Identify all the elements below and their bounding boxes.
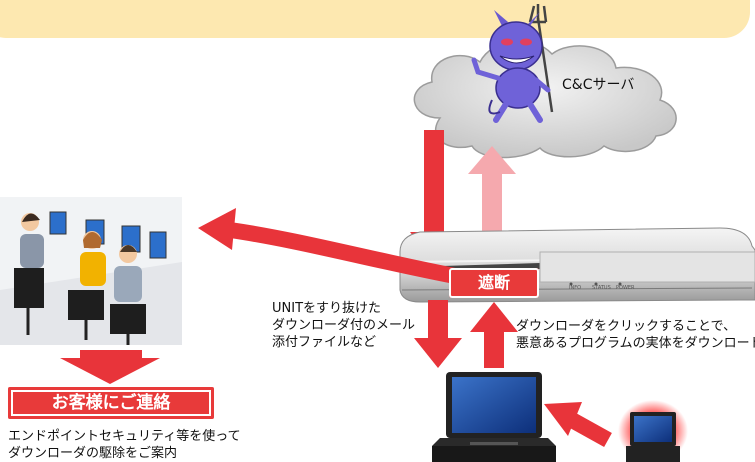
infected-device-icon xyxy=(618,400,688,462)
download-note-line-2: 悪意あるプログラムの実体をダウンロード xyxy=(516,336,755,351)
arrow-appliance-to-office xyxy=(198,208,462,285)
contact-label: お客様にご連絡 xyxy=(51,393,171,413)
block-label: 遮断 xyxy=(477,273,510,292)
arrow-office-to-contact xyxy=(60,350,160,384)
arrow-appliance-to-laptop xyxy=(414,300,462,368)
devil-icon xyxy=(471,4,554,123)
download-note: ダウンローダをクリックすることで、 悪意あるプログラムの実体をダウンロード xyxy=(516,318,755,352)
endpoint-note-line-1: エンドポイントセキュリティ等を使って xyxy=(8,429,241,444)
block-badge xyxy=(449,268,539,298)
unit-bypass-note: UNITをすり抜けた ダウンローダ付のメール 添付ファイルなど xyxy=(272,300,462,351)
office-workers-icon xyxy=(0,197,182,345)
led-label-status: STATUS xyxy=(592,285,611,291)
endpoint-note-line-2: ダウンローダの駆除をご案内 xyxy=(8,446,178,461)
led-label-power: POWER xyxy=(616,285,635,291)
unit-note-line-3: 添付ファイルなど xyxy=(272,335,377,350)
download-note-line-1: ダウンローダをクリックすることで、 xyxy=(516,319,737,334)
contact-badge xyxy=(8,387,214,419)
arrow-laptop-to-appliance xyxy=(470,302,518,368)
top-banner xyxy=(0,0,750,38)
cc-server-label: C&Cサーバ xyxy=(562,77,635,93)
unit-note-line-1: UNITをすり抜けた xyxy=(272,301,382,316)
arrow-device-to-laptop xyxy=(544,402,612,447)
laptop-icon xyxy=(432,372,556,462)
led-label-info: INFO xyxy=(569,285,581,291)
unit-note-line-2: ダウンローダ付のメール xyxy=(272,318,416,333)
endpoint-note: エンドポイントセキュリティ等を使って ダウンローダの駆除をご案内 xyxy=(8,428,258,462)
